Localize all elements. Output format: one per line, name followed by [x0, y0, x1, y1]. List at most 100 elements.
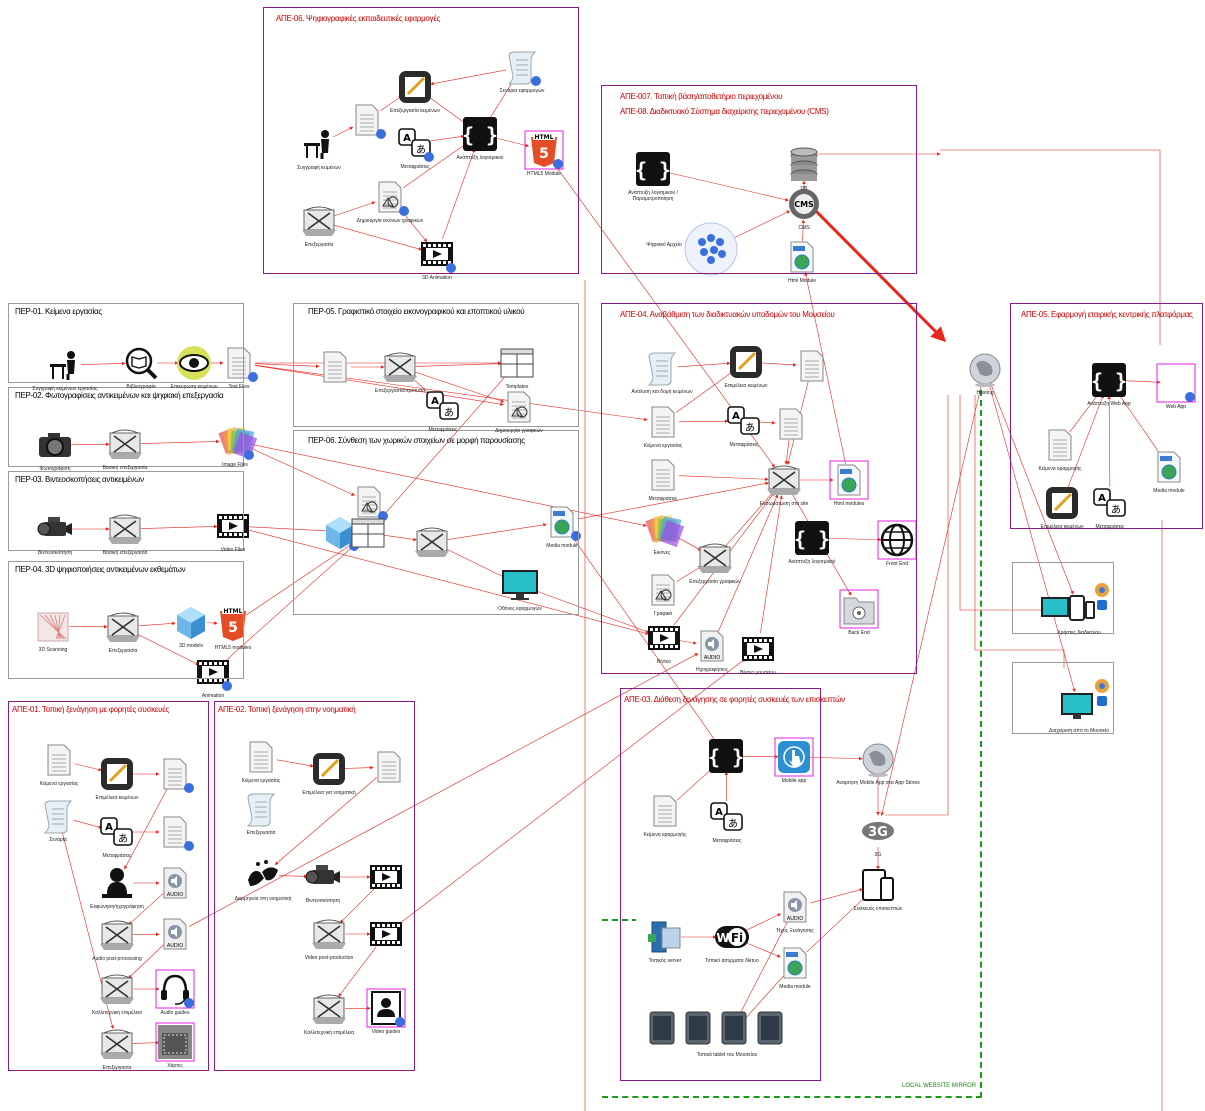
apei01-doc2-blue-dot: [184, 783, 194, 793]
ape04-monitor-label: Ενσωμάτωση στο site: [759, 501, 809, 507]
per01-text-label: Text Files: [228, 384, 250, 390]
routing-line-0: [940, 149, 1161, 345]
ape06-doc-blue-dot: [376, 129, 386, 139]
edge-ape06_code-ape06_html5: [495, 137, 530, 148]
group-apei02-title: ΑΠΕ-02. Τοπική ξενάγηση στην νοηματική: [218, 705, 356, 714]
ape04-folder-folder-icon: [839, 589, 879, 629]
client-box-1: [1012, 562, 1114, 634]
ape06-person-label: Συγγραφή κειμένων: [297, 165, 341, 171]
edge-ape04_film2-ape04_monitor: [760, 495, 783, 634]
group-per04: ΠΕΡ-04. 3D ψηφιοποιήσεις αντικειμένων εκ…: [8, 561, 244, 679]
edge-ape04_photos-ape04_monitor2: [675, 536, 702, 551]
edge-per03_monitor-per03_film: [140, 524, 218, 529]
per06-screen-screen-icon: [502, 570, 538, 600]
edge-apei02_film2-ape04_film2: [398, 658, 746, 925]
apei02-editor-editor-icon: [313, 753, 345, 785]
edge-per01_person-per01_book: [80, 361, 126, 366]
ape04-editor-editor-icon: [730, 346, 762, 378]
per02-photos-photos-icon: [218, 427, 258, 460]
ape05-editor-editor-icon: [1046, 487, 1078, 519]
ape03-devices-label: Συσκευές επισκεπτών: [853, 906, 903, 912]
edge-ape07_dots-ape07_cms: [725, 210, 791, 243]
apei02-sign-label: Διερμηνεία στη νοηματική: [234, 896, 292, 902]
apei01-guide-blue-dot: [184, 998, 194, 1008]
apei01-speaker-label: Εκφώνηση/ηχογράφηση: [90, 904, 144, 910]
apei02-monitor2-label: Καλλιτεχνική επιμέλεια: [303, 1030, 354, 1036]
ape04-audio-label: Ηχογραφήσεις: [696, 667, 728, 673]
edge-ape04_editor-ape04_doc1: [761, 362, 797, 367]
group-per06-title: ΠΕΡ-06. Σύνθεση των χωρικών στοιχείων σε…: [308, 436, 525, 445]
ape04-doc1-doc-icon: [800, 350, 824, 382]
edge-ape06_editor-ape06_code: [427, 96, 468, 125]
svg-text:3G: 3G: [868, 825, 888, 840]
svg-text:A: A: [732, 411, 740, 422]
ape05-translate-label: Μεταφράσεις: [1095, 524, 1125, 530]
edge-cms-hosting: [803, 198, 947, 343]
ape06-scroll-blue-dot: [531, 76, 541, 86]
svg-text:{ }: { }: [794, 527, 830, 551]
edge-ape05_doc-ape05_code: [1069, 392, 1100, 433]
client2-label: Διαχείριση από το Μουσείο: [1049, 728, 1109, 734]
local-web-mirror-label: LOCAL WEBSITE MIRROR: [902, 1083, 977, 1089]
ape03-server-label: Τοπικός server: [648, 958, 682, 964]
edge-ape03_code-ape03_mobile: [741, 754, 779, 759]
ape03-server-server-icon: [648, 921, 681, 953]
edge-apei02_film2-apei02_monitor2: [338, 946, 377, 997]
edge-ape06_scroll-ape06_editor: [430, 69, 507, 86]
edge-ape05_code-ape05_webapp: [1124, 380, 1161, 384]
group-ape03-title: ΑΠΕ-03. Διάθεση ξενάγησης σε φορητές συσ…: [624, 695, 845, 704]
group-ape05: ΑΠΕ-05. Εφαρμογή εταιρικής κεντρικής πλα…: [1010, 303, 1203, 529]
group-per01: ΠΕΡ-01. Κείμενα εργασίας: [8, 303, 244, 383]
per05-shapes-shapes-icon: [507, 391, 531, 423]
edge-ape03_doc-ape03_code: [676, 766, 715, 801]
ape03-audio-label: Ήχος Ξενάγησης: [776, 928, 814, 934]
svg-text:A: A: [1098, 493, 1106, 504]
svg-text:5: 5: [228, 620, 238, 636]
ape04-translate-translate-icon: Aあ: [727, 406, 760, 435]
apei01-translate-label: Μεταφράσεις: [102, 853, 132, 859]
per04-anim-blue-dot: [222, 681, 232, 691]
svg-text:AUDIO: AUDIO: [704, 655, 720, 661]
edge-ape04_audio-ape04_monitor: [718, 494, 779, 632]
routing-line-2: [959, 395, 1060, 611]
per04-anim-label: Animation: [201, 693, 225, 699]
group-ape04: ΑΠΕ-04. Αναβάθμιση των διαδικτυακών υποδ…: [601, 303, 917, 674]
hosting-globe2-icon: [969, 353, 1001, 387]
per01-text-blue-dot: [248, 372, 258, 382]
edge-hosting-client2: [988, 384, 1076, 693]
apei01-audio-audio-icon: AUDIO: [163, 867, 187, 899]
edge-ape03_html-ape03_devices: [806, 895, 867, 953]
per04-monitor-label: Επεξεργασία: [108, 648, 138, 654]
group-ape07-08: ΑΠΕ-007. Τοπική βάση/αποθετήριο περιεχομ…: [601, 85, 917, 274]
ape06-doc-doc-icon: [355, 104, 386, 139]
edge-ape03_mobile-ape03_store: [809, 756, 863, 761]
ape06-scroll-label: Σενάρια εφαρμογών: [499, 88, 545, 94]
per04-scan-label: 3D Scanning: [38, 647, 68, 653]
group-ape08-title: ΑΠΕ-08. Διαδικτυακό Σύστημα διαχείρισης …: [620, 107, 829, 116]
ape04-translate-label: Μεταφράσεις: [729, 442, 759, 448]
ape06-editor-editor-icon: [399, 71, 431, 103]
apei02-monitor-monitor-icon: [312, 919, 346, 949]
edge-per01_text-ape04_doc2: [254, 364, 648, 422]
ape03-devices-devices-icon: [862, 869, 894, 901]
svg-text:A: A: [403, 133, 411, 144]
apei01-plan-label: Χάρτες: [167, 1063, 183, 1069]
edge-per02_photos-per06_shapes: [249, 447, 355, 496]
group-apei02: ΑΠΕ-02. Τοπική ξενάγηση στην νοηματική: [214, 701, 415, 1071]
ape07-dots-label: Ψηφιακό Αρχείο: [646, 242, 682, 248]
svg-text:あ: あ: [728, 818, 738, 830]
apei02-monitor2-monitor-icon: [312, 994, 346, 1024]
ape04-scroll-label: Ανάλυση και δομή κειμένων: [631, 389, 693, 395]
ape04-film-label: Βίντεο: [657, 659, 671, 665]
edge-ape04_doc4-ape04_monitor: [678, 475, 769, 482]
edge-ape06_doc-ape06_editor: [380, 95, 403, 112]
edge-per05_monitor-per05_templates: [415, 361, 502, 367]
apei02-camcorder-label: Βιντεοσκόπηση: [305, 898, 341, 904]
connection-lines: [61, 69, 1163, 1111]
ape06-person-person-icon: [304, 130, 329, 159]
ape06-scroll-scroll-icon: [507, 51, 541, 86]
ape06-monitor-label: Επεξεργασία: [304, 242, 334, 248]
apei01-doc-label: Κείμενα εργασίας: [39, 781, 79, 787]
apei01-doc3-doc-icon: [163, 816, 194, 851]
